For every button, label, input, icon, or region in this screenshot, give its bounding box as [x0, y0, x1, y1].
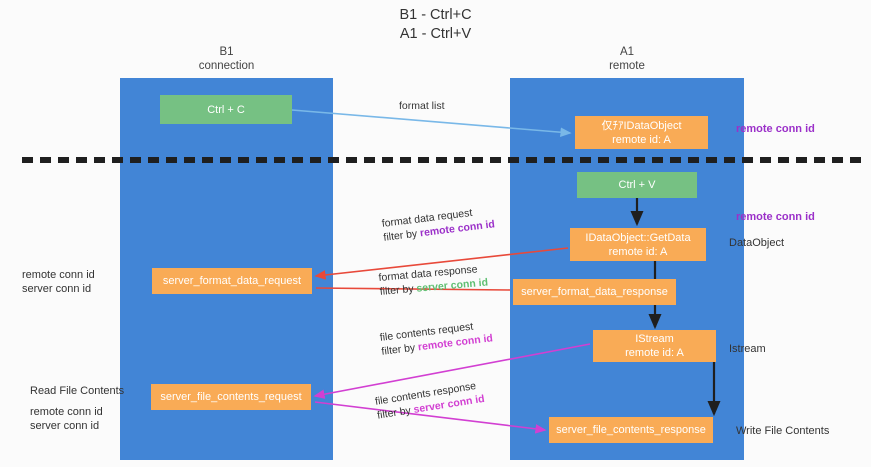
node-server-format-data-request-label: server_format_data_request — [162, 275, 302, 287]
swimlane-header-b1-name: B1 — [219, 46, 234, 58]
node-istream-sublabel: remote id: A — [625, 347, 684, 359]
node-server-format-data-response[interactable]: server_format_data_response — [513, 279, 676, 305]
arrow-label-file-contents-response: file contents response filter by server … — [374, 378, 486, 423]
arrow-label-file-contents-request: file contents request filter by remote c… — [379, 317, 494, 358]
node-idataobject[interactable]: 仅ﾁｱIDataObject remote id: A — [575, 116, 708, 149]
node-idataobject-sublabel: remote id: A — [612, 133, 671, 146]
node-server-file-contents-request[interactable]: server_file_contents_request — [151, 384, 311, 410]
node-istream-label: IStream — [635, 333, 674, 345]
left-legend-server-conn-id-2: server conn id — [30, 420, 100, 432]
node-ctrl-v-label: Ctrl + V — [618, 179, 656, 191]
right-label-write-file-contents: Write File Contents — [736, 425, 830, 437]
right-label-remote-conn-id-mid: remote conn id — [736, 211, 815, 223]
filter-prefix: filter by — [380, 341, 419, 358]
page-title: B1 - Ctrl+C A1 - Ctrl+V — [0, 6, 871, 44]
arrow-label-format-data-request: format data request filter by remote con… — [381, 203, 496, 244]
node-getdata[interactable]: IDataObject::GetData remote id: A — [570, 228, 706, 261]
swimlane-header-a1: A1 remote — [510, 46, 744, 73]
swimlane-header-a1-name: A1 — [619, 46, 635, 58]
node-server-format-data-request[interactable]: server_format_data_request — [152, 268, 312, 294]
left-legend-bottom: Read File Contents remote conn id server… — [30, 384, 124, 433]
arrow-label-format-list: format list — [399, 99, 445, 113]
filter-prefix: filter by — [382, 227, 421, 244]
left-legend-remote-conn-id-2: remote conn id — [30, 406, 103, 418]
node-getdata-sublabel: remote id: A — [608, 245, 668, 258]
left-legend-remote-conn-id: remote conn id — [22, 269, 95, 281]
right-label-istream: Istream — [729, 343, 766, 355]
page-title-line-1: B1 - Ctrl+C — [399, 7, 472, 23]
right-label-remote-conn-id-top: remote conn id — [736, 123, 815, 135]
swimlane-header-a1-subtitle: remote — [609, 59, 645, 72]
node-idataobject-label: 仅ﾁｱIDataObject — [601, 119, 682, 132]
node-ctrl-v[interactable]: Ctrl + V — [577, 172, 697, 198]
swimlane-header-b1: B1 connection — [120, 46, 333, 73]
node-ctrl-c[interactable]: Ctrl + C — [160, 95, 292, 124]
node-server-format-data-response-label: server_format_data_response — [521, 286, 668, 298]
node-getdata-label: IDataObject::GetData — [585, 231, 691, 244]
page-title-line-2: A1 - Ctrl+V — [399, 26, 472, 42]
arrow-label-format-list-text: format list — [399, 100, 445, 112]
node-server-file-contents-response[interactable]: server_file_contents_response — [549, 417, 713, 443]
swimlane-header-b1-subtitle: connection — [198, 59, 255, 72]
node-server-file-contents-request-label: server_file_contents_request — [160, 391, 302, 403]
arrow-label-format-data-response: format data response filter by server co… — [378, 262, 489, 299]
left-label-read-file-contents: Read File Contents — [30, 385, 125, 397]
left-legend-top: remote conn id server conn id — [22, 268, 95, 296]
right-label-dataobject: DataObject — [729, 237, 785, 249]
filter-prefix: filter by — [379, 282, 417, 298]
left-legend-server-conn-id: server conn id — [22, 283, 92, 295]
node-ctrl-c-label: Ctrl + C — [207, 103, 245, 116]
node-server-file-contents-response-label: server_file_contents_response — [556, 424, 706, 436]
node-istream[interactable]: IStream remote id: A — [593, 330, 716, 362]
